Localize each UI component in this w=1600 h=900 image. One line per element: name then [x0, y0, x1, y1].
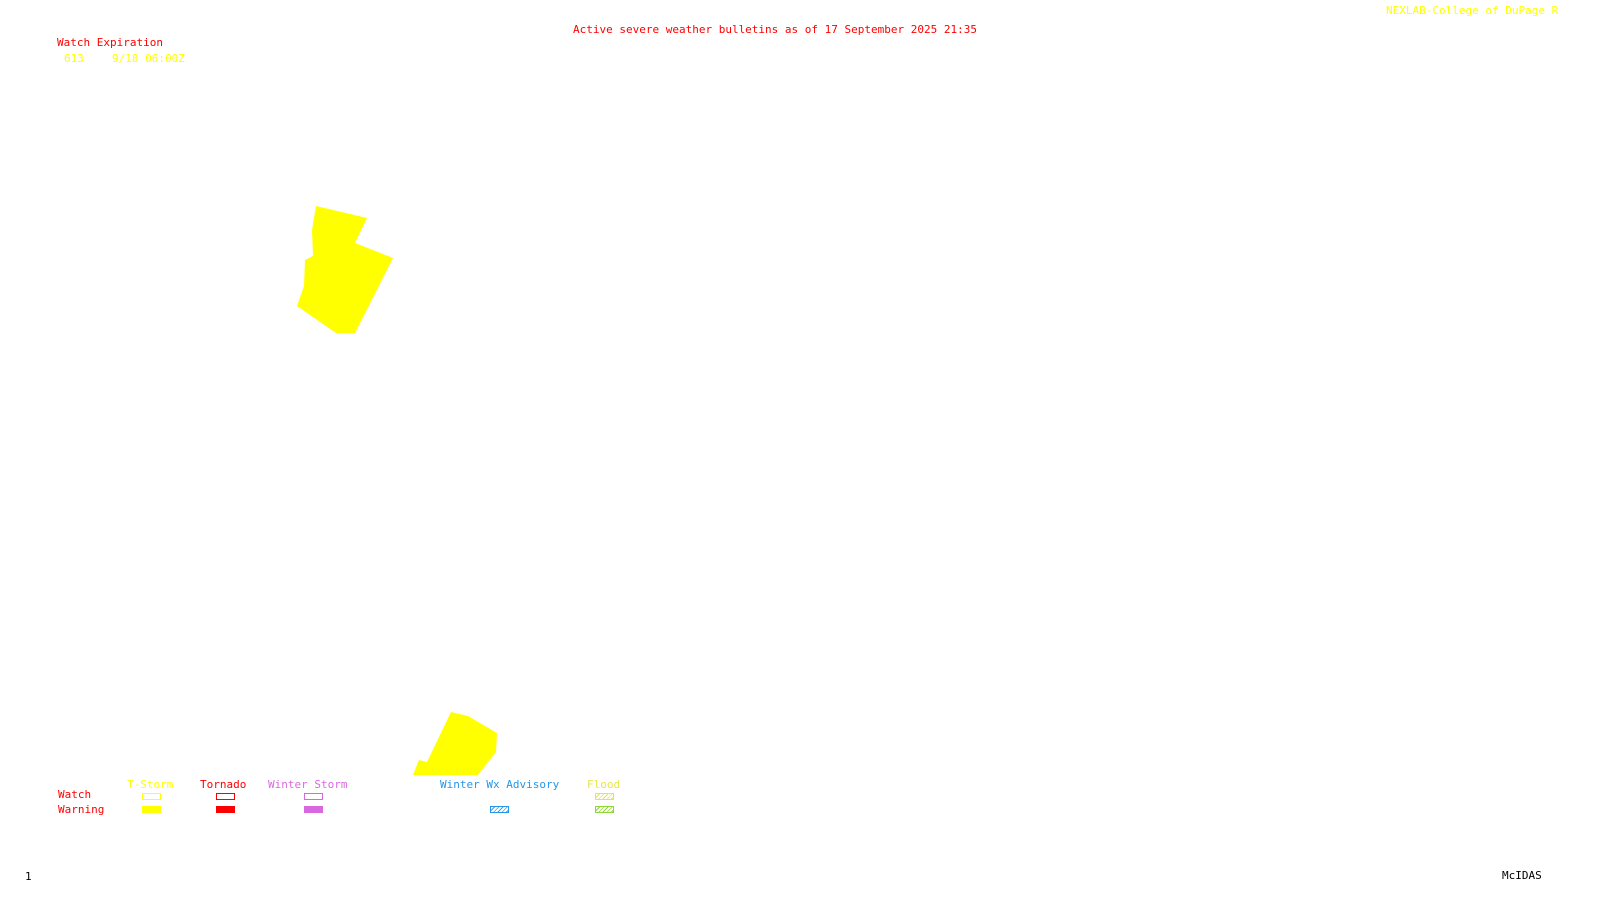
legend-tstorm-watch-swatch — [142, 793, 161, 800]
source-credit: NEXLAB-College of DuPage R — [1386, 4, 1559, 17]
legend-warning-row-label: Warning — [58, 803, 105, 816]
legend-tstorm-label: T-Storm — [127, 778, 174, 791]
frame-number: 1 — [25, 870, 32, 883]
legend-winter-wx-advisory-swatch — [490, 806, 509, 813]
legend-flood-label: Flood — [587, 778, 621, 791]
tstorm-warning-polygon — [297, 206, 393, 333]
legend-winter-wx-advisory-label: Winter Wx Advisory — [440, 778, 560, 791]
legend-winter-storm-warning-swatch — [304, 806, 323, 813]
legend-flood-watch-swatch — [595, 793, 614, 800]
watch-number: 613 — [64, 52, 84, 65]
watch-expiry-time: 9/18 06:00Z — [112, 52, 185, 65]
software-label: McIDAS — [1502, 869, 1542, 882]
tstorm-warning-polygon — [413, 712, 497, 775]
map-title: Active severe weather bulletins as of 17… — [573, 23, 977, 36]
legend-winter-storm-label: Winter Storm — [268, 778, 348, 791]
watch-expiration-heading: Watch Expiration — [57, 36, 163, 49]
legend-flood-warning-swatch — [595, 806, 614, 813]
legend-watch-row-label: Watch — [58, 788, 92, 801]
legend-tornado-watch-swatch — [216, 793, 235, 800]
legend-tstorm-warning-swatch — [142, 806, 161, 813]
legend-tornado-warning-swatch — [216, 806, 235, 813]
legend-tornado-label: Tornado — [200, 778, 247, 791]
legend-winter-storm-watch-swatch — [304, 793, 323, 800]
